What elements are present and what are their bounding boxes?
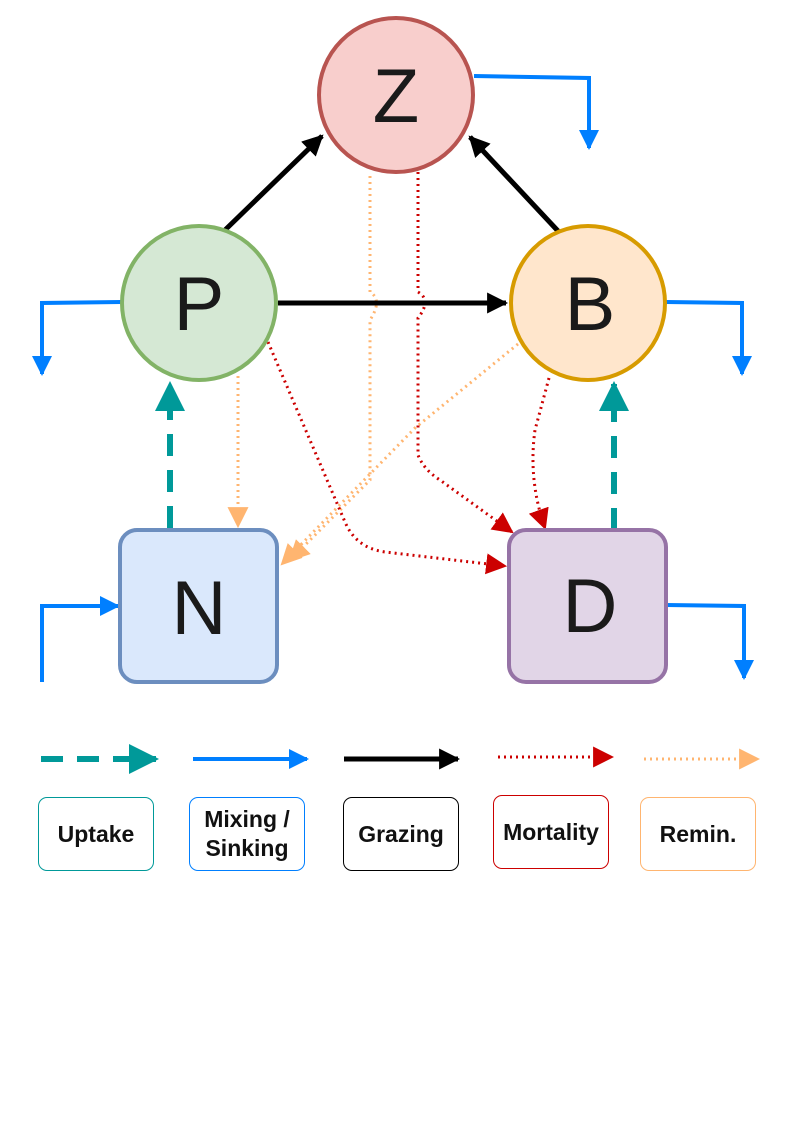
- mortality-arrow-b-to-d: [528, 377, 551, 530]
- remineralization-flows: [227, 176, 519, 566]
- mortality-arrow-z-to-d: [416, 172, 514, 534]
- node-p: P: [120, 224, 278, 382]
- node-b: B: [509, 224, 667, 382]
- remin-arrow-z-to-n: [288, 176, 378, 562]
- node-n: N: [118, 528, 279, 684]
- node-d-box: [507, 528, 668, 684]
- mortality-arrow-p-to-d: [266, 341, 508, 575]
- grazing-arrow-b-to-z: [468, 135, 560, 233]
- mortality-flows: [266, 172, 551, 575]
- legend-mortality-box: Mortality: [493, 795, 609, 869]
- node-n-box: [118, 528, 279, 684]
- node-b-circle: [509, 224, 667, 382]
- node-z-circle: [317, 16, 475, 174]
- legend-remin-box: Remin.: [640, 797, 756, 871]
- legend-grazing-label: Grazing: [358, 820, 444, 847]
- node-d-label: D: [563, 564, 618, 649]
- grazing-flows: [222, 134, 560, 314]
- mixing-flows: [32, 74, 754, 682]
- node-z-label: Z: [373, 54, 419, 139]
- legend-grazing-box: Grazing: [343, 797, 459, 871]
- uptake-flows: [155, 381, 629, 530]
- legend-remin-label: Remin.: [659, 820, 737, 847]
- legend-mortality-label: Mortality: [503, 818, 599, 845]
- node-n-label: N: [172, 566, 227, 651]
- remin-arrow-b-to-n: [280, 342, 519, 566]
- grazing-arrow-p-to-z: [222, 134, 324, 233]
- node-p-circle: [120, 224, 278, 382]
- node-b-label: B: [565, 262, 616, 347]
- legend-mixing-box: Mixing / Sinking: [189, 797, 305, 871]
- node-z: Z: [317, 16, 475, 174]
- legend-mixing-label: Mixing / Sinking: [204, 806, 290, 861]
- legend-uptake-box: Uptake: [38, 797, 154, 871]
- mixing-arrow-into-n: [40, 596, 120, 682]
- mixing-arrow-p: [32, 300, 122, 376]
- mixing-arrow-d: [665, 603, 754, 680]
- node-p-label: P: [174, 262, 225, 347]
- legend-samples: [41, 744, 761, 774]
- mixing-arrow-b: [665, 300, 752, 376]
- node-d: D: [507, 528, 668, 684]
- legend-uptake-label: Uptake: [57, 820, 135, 847]
- mixing-arrow-z: [473, 74, 599, 150]
